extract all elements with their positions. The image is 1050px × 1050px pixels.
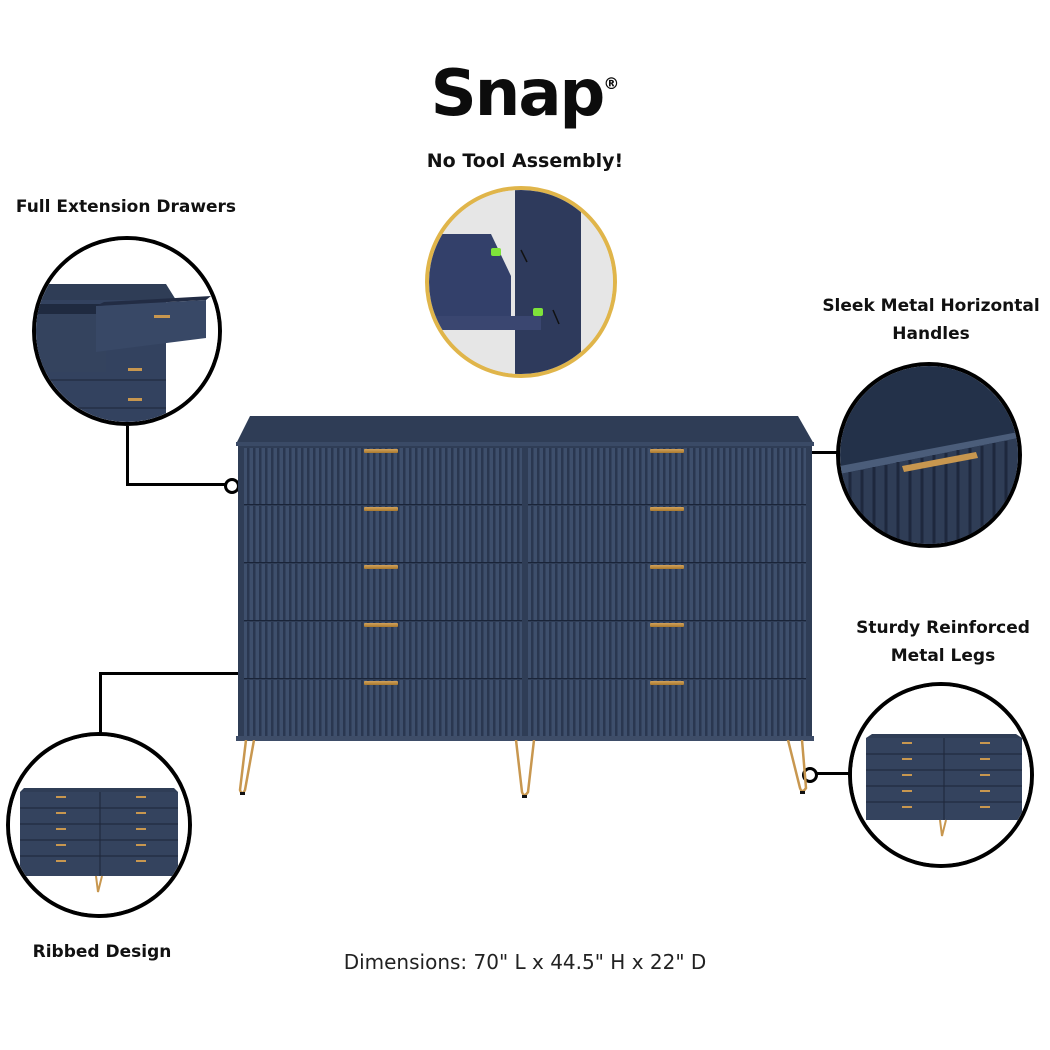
brand-logo: Snap® bbox=[0, 62, 1050, 126]
dresser-product-image bbox=[236, 416, 814, 802]
drawer-handle-icon bbox=[364, 681, 398, 685]
hairpin-leg-icon bbox=[238, 740, 256, 795]
tagline: No Tool Assembly! bbox=[426, 150, 624, 172]
dresser-base bbox=[236, 736, 814, 741]
dresser-top bbox=[236, 416, 814, 446]
drawer-column-left bbox=[244, 448, 522, 737]
registered-mark: ® bbox=[603, 74, 620, 93]
brand-name: Snap bbox=[430, 57, 606, 131]
snap-connector-illustration bbox=[429, 190, 613, 374]
drawer[interactable] bbox=[244, 448, 522, 505]
drawer-handle-icon bbox=[650, 623, 684, 627]
feature-label-full-extension-drawers: Full Extension Drawers bbox=[15, 197, 237, 217]
drawer-handle-icon bbox=[364, 623, 398, 627]
connector-clip-icon bbox=[533, 308, 543, 316]
drawer[interactable] bbox=[528, 506, 806, 563]
drawer[interactable] bbox=[528, 622, 806, 679]
feature-label-sturdy-metal-legs: Sturdy Reinforced Metal Legs bbox=[856, 618, 1030, 666]
drawer-handle-icon bbox=[364, 449, 398, 453]
drawer-handle-icon bbox=[650, 565, 684, 569]
drawer[interactable] bbox=[244, 506, 522, 563]
drawer[interactable] bbox=[528, 680, 806, 737]
drawer-column-right bbox=[528, 448, 806, 737]
callout-line bbox=[99, 672, 102, 734]
drawer[interactable] bbox=[528, 448, 806, 505]
hairpin-leg-icon bbox=[786, 740, 808, 793]
drawer-handle-icon bbox=[364, 507, 398, 511]
callout-line bbox=[812, 772, 850, 775]
drawer-handle-icon bbox=[650, 449, 684, 453]
drawer[interactable] bbox=[244, 680, 522, 737]
connector-clip-icon bbox=[491, 248, 501, 256]
drawer-handle-icon bbox=[650, 681, 684, 685]
callout-line bbox=[126, 426, 129, 486]
callout-line bbox=[99, 672, 291, 675]
drawer[interactable] bbox=[244, 564, 522, 621]
hairpin-leg-icon bbox=[514, 740, 536, 797]
ribbed-design-image bbox=[6, 732, 192, 918]
drawer[interactable] bbox=[244, 622, 522, 679]
feature-label-sleek-metal-handles: Sleek Metal Horizontal Handles bbox=[822, 296, 1040, 344]
sturdy-metal-legs-image bbox=[848, 682, 1034, 868]
snap-connector-detail-image bbox=[425, 186, 617, 378]
drawer-handle-icon bbox=[650, 507, 684, 511]
brass-handle-icon bbox=[902, 452, 978, 472]
drawer[interactable] bbox=[528, 564, 806, 621]
sleek-metal-handles-image bbox=[836, 362, 1022, 548]
dimensions-text: Dimensions: 70" L x 44.5" H x 22" D bbox=[343, 950, 707, 974]
feature-label-ribbed-design: Ribbed Design bbox=[32, 942, 172, 962]
hairpin-legs bbox=[238, 740, 808, 798]
drawer-handle-icon bbox=[364, 565, 398, 569]
callout-line bbox=[126, 483, 226, 486]
full-extension-drawers-image bbox=[32, 236, 222, 426]
